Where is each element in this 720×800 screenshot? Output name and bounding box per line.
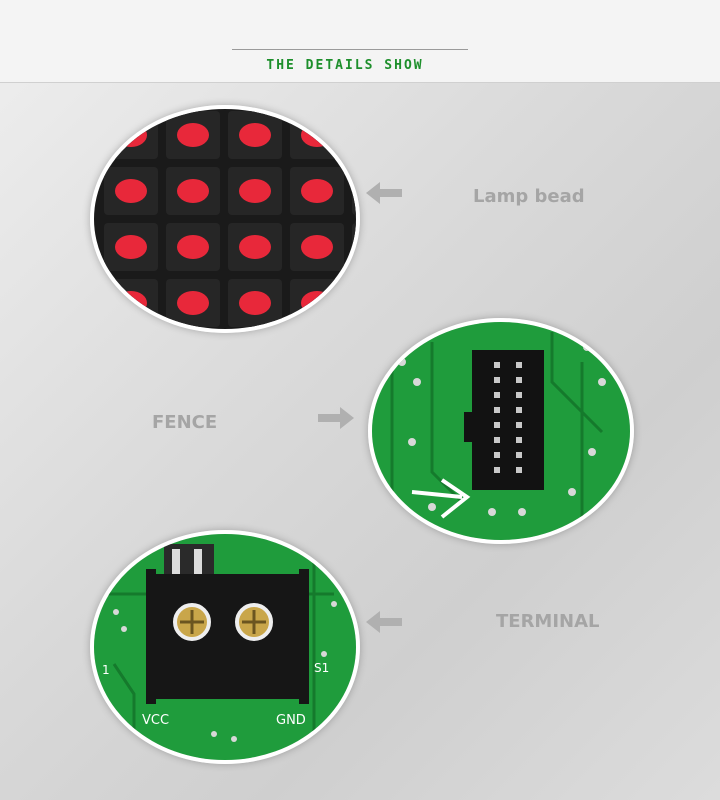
arrow-left-icon (366, 611, 402, 633)
led-bead (239, 291, 271, 315)
led-matrix-icon (94, 109, 356, 329)
led-bead (239, 235, 271, 259)
gnd-pin-label: GND (276, 713, 306, 728)
vcc-pin-label: VCC (142, 713, 169, 728)
led-bead (177, 123, 209, 147)
led-bead (301, 291, 333, 315)
led-bead (301, 179, 333, 203)
terminal-label: TERMINAL (496, 611, 600, 632)
terminal-block-icon: VCC GND S1 1 (94, 534, 356, 760)
terminal-photo: VCC GND S1 1 (90, 530, 360, 764)
lamp-bead-label: Lamp bead (473, 186, 585, 207)
header: THE DETAILS SHOW (0, 0, 720, 83)
fence-connector-photo (368, 318, 634, 544)
led-bead (239, 179, 271, 203)
board-mark: 1 (102, 663, 110, 677)
led-bead (115, 291, 147, 315)
ribbon-connector-icon (372, 322, 630, 540)
page-title: THE DETAILS SHOW (266, 58, 424, 73)
s1-board-mark: S1 (314, 661, 329, 675)
arrow-right-icon (318, 407, 354, 429)
led-bead (177, 179, 209, 203)
led-bead (177, 291, 209, 315)
led-bead (115, 123, 147, 147)
arrow-left-icon (366, 182, 402, 204)
led-bead (115, 179, 147, 203)
led-bead (115, 235, 147, 259)
fence-label: FENCE (152, 412, 218, 433)
led-bead (177, 235, 209, 259)
header-divider (232, 49, 468, 50)
led-bead (239, 123, 271, 147)
lamp-bead-photo (90, 105, 360, 333)
led-bead (301, 235, 333, 259)
led-bead (301, 123, 333, 147)
